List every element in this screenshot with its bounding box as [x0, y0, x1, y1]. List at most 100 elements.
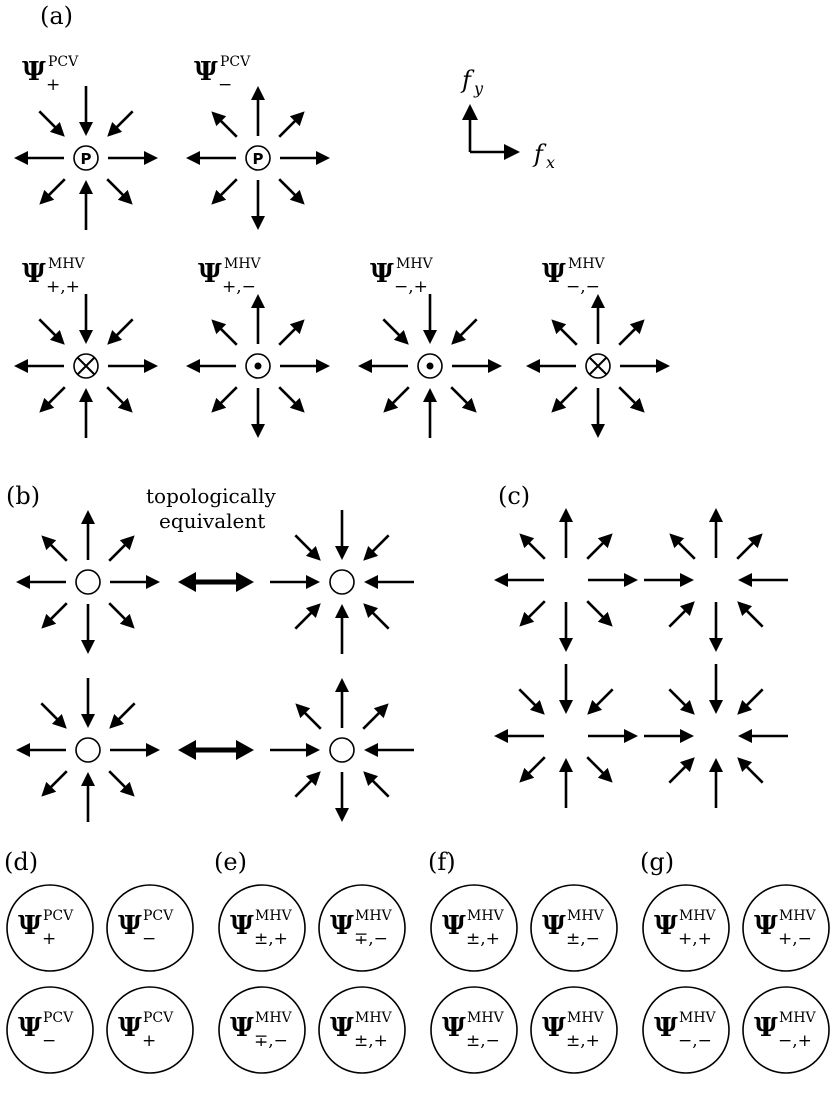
- field-arrow: [294, 771, 321, 798]
- field-arrow: [106, 178, 133, 205]
- center-circle: [329, 569, 355, 595]
- field-arrow: [79, 180, 93, 230]
- field-arrow: [106, 386, 133, 413]
- field-arrow: [363, 603, 390, 630]
- svg-text:PCV: PCV: [220, 54, 251, 70]
- field-arrow: [494, 573, 544, 587]
- svg-text:−: −: [42, 1031, 56, 1051]
- field-arrow: [452, 359, 502, 373]
- field-arrow: [519, 756, 546, 783]
- svg-text:Ψ: Ψ: [330, 1013, 354, 1043]
- field-mhv-mp: [358, 294, 502, 438]
- field-arrow: [518, 688, 545, 715]
- svg-text:PCV: PCV: [43, 908, 74, 924]
- svg-text:±,+: ±,+: [566, 1031, 600, 1051]
- field-arrow: [108, 535, 135, 562]
- field-arrow: [211, 178, 238, 205]
- svg-text:−: −: [218, 75, 232, 95]
- svg-text:∓,−: ∓,−: [354, 929, 388, 949]
- panel-label-e: (e): [214, 848, 247, 876]
- center-circle: [75, 569, 101, 595]
- field-arrow: [559, 664, 573, 714]
- field-arrow: [709, 508, 723, 558]
- field-arrow: [588, 573, 638, 587]
- field-arrow: [79, 294, 93, 344]
- field-arrow: [14, 359, 64, 373]
- svg-text:Ψ: Ψ: [230, 1013, 254, 1043]
- double-arrow-top: [178, 572, 254, 592]
- svg-text:−,−: −,−: [678, 1031, 712, 1051]
- field-arrow: [526, 359, 576, 373]
- field-arrow: [586, 533, 613, 560]
- field-arrow: [278, 386, 305, 413]
- field-mhv-pp: [14, 294, 158, 438]
- field-arrow: [559, 508, 573, 558]
- field-arrow: [108, 359, 158, 373]
- field-arrow: [294, 534, 321, 561]
- field-arrow: [587, 688, 614, 715]
- field-arrow: [40, 702, 67, 729]
- field-arrow: [295, 703, 322, 730]
- double-arrow-bottom: [178, 740, 254, 760]
- field-b-hyperbolic-1: [16, 678, 160, 822]
- svg-text:Ψ: Ψ: [22, 259, 46, 289]
- field-arrow: [586, 600, 613, 627]
- note-equivalent: equivalent: [159, 509, 265, 533]
- field-arrow: [335, 510, 349, 560]
- svg-text:+: +: [142, 1031, 156, 1051]
- svg-text:MHV: MHV: [568, 256, 606, 272]
- field-arrow: [109, 702, 136, 729]
- field-arrow: [211, 111, 238, 138]
- svg-text:Ψ: Ψ: [442, 911, 466, 941]
- field-arrow: [280, 359, 330, 373]
- field-arrow: [278, 111, 305, 138]
- svg-text:PCV: PCV: [143, 1010, 174, 1026]
- svg-text:MHV: MHV: [467, 1010, 505, 1026]
- field-c-1: [494, 508, 638, 652]
- panel-label-f: (f): [428, 848, 456, 876]
- panel-label-a: (a): [40, 2, 73, 30]
- field-arrow: [591, 388, 605, 438]
- pcv-marker: P: [253, 150, 264, 168]
- svg-text:Ψ: Ψ: [118, 1013, 142, 1043]
- svg-text:Ψ: Ψ: [18, 1013, 42, 1043]
- panel-label-g: (g): [640, 848, 674, 876]
- center-circle: [329, 737, 355, 763]
- svg-text:PCV: PCV: [43, 1010, 74, 1026]
- svg-text:MHV: MHV: [396, 256, 434, 272]
- out-of-page-marker: [426, 362, 434, 370]
- svg-text:MHV: MHV: [567, 908, 605, 924]
- svg-text:PCV: PCV: [143, 908, 174, 924]
- field-pcv-minus: P: [186, 86, 330, 230]
- field-arrow: [16, 575, 66, 589]
- field-arrow: [41, 535, 68, 562]
- field-c-2: [644, 508, 788, 652]
- panel-label-d: (d): [4, 848, 38, 876]
- field-arrow: [79, 388, 93, 438]
- field-arrow: [591, 294, 605, 344]
- svg-text:PCV: PCV: [48, 54, 79, 70]
- field-arrow: [335, 604, 349, 654]
- field-arrow: [358, 359, 408, 373]
- svg-text:MHV: MHV: [467, 908, 505, 924]
- field-arrow: [107, 318, 134, 345]
- field-arrow: [450, 386, 477, 413]
- field-arrow: [280, 151, 330, 165]
- center-circle: [73, 145, 99, 171]
- field-arrow: [644, 573, 694, 587]
- svg-text:±,+: ±,+: [466, 929, 500, 949]
- label-psi-pcv-plus: Ψ PCV +: [22, 54, 79, 95]
- field-arrow: [16, 743, 66, 757]
- svg-text:MHV: MHV: [355, 908, 393, 924]
- field-mhv-mm: [526, 294, 670, 438]
- field-arrow: [382, 318, 409, 345]
- svg-text:Ψ: Ψ: [442, 1013, 466, 1043]
- svg-text:Ψ: Ψ: [754, 1013, 778, 1043]
